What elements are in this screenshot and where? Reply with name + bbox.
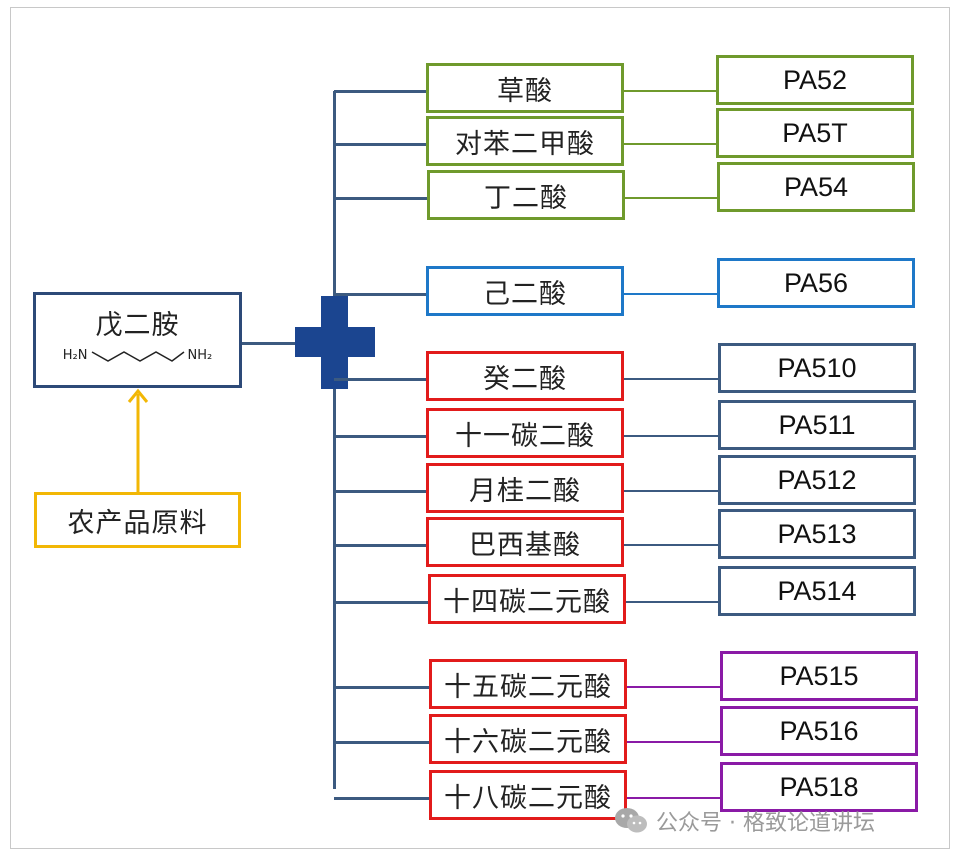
branch-line xyxy=(334,601,428,604)
formula-right: NH₂ xyxy=(187,347,213,363)
product-label: PA512 xyxy=(777,464,857,495)
acid-label: 十八碳二元酸 xyxy=(444,782,612,814)
branch-line xyxy=(334,741,429,744)
product-box: PA515 xyxy=(720,651,918,701)
acid-label: 巴西基酸 xyxy=(469,529,581,561)
acid-label: 对苯二甲酸 xyxy=(455,128,595,160)
product-box: PA52 xyxy=(716,55,914,105)
acid-product-connector xyxy=(626,686,720,688)
branch-line xyxy=(334,686,429,689)
acid-box: 对苯二甲酸 xyxy=(426,116,624,166)
pentanediamine-structure: H₂N NH₂ xyxy=(63,346,212,364)
acid-box: 十八碳二元酸 xyxy=(429,770,627,820)
up-arrow-icon xyxy=(127,388,149,492)
acid-box: 月桂二酸 xyxy=(426,463,624,513)
acid-box: 十五碳二元酸 xyxy=(429,659,627,709)
acid-product-connector xyxy=(623,435,718,437)
product-label: PA516 xyxy=(779,715,859,746)
acid-label: 丁二酸 xyxy=(484,182,568,214)
acid-box: 丁二酸 xyxy=(427,170,625,220)
acid-product-connector xyxy=(623,490,718,492)
product-label: PA510 xyxy=(777,352,857,383)
branch-line xyxy=(334,197,427,200)
product-label: PA54 xyxy=(783,171,849,202)
branch-line xyxy=(334,143,426,146)
branch-line xyxy=(334,797,429,800)
raw-material-box: 农产品原料 xyxy=(34,492,241,548)
branch-line xyxy=(334,293,426,296)
acid-product-connector xyxy=(625,601,718,603)
acid-box: 癸二酸 xyxy=(426,351,624,401)
acid-box: 十六碳二元酸 xyxy=(429,714,627,764)
acid-box: 巴西基酸 xyxy=(426,517,624,567)
branch-line xyxy=(334,490,426,493)
product-label: PA5T xyxy=(782,117,848,148)
acid-product-connector xyxy=(624,197,717,199)
product-box: PA511 xyxy=(718,400,916,450)
product-label: PA52 xyxy=(782,64,848,95)
zigzag-chain-icon xyxy=(91,351,184,362)
acid-box: 草酸 xyxy=(426,63,624,113)
plus-horizontal xyxy=(295,327,375,357)
acid-box: 十一碳二酸 xyxy=(426,408,624,458)
acid-product-connector xyxy=(623,544,718,546)
product-label: PA514 xyxy=(777,575,857,606)
acid-label: 十六碳二元酸 xyxy=(444,726,612,758)
source-connector xyxy=(241,342,301,345)
product-label: PA513 xyxy=(777,518,857,549)
watermark: 公众号 · 格致论道讲坛 xyxy=(614,804,875,838)
product-box: PA5T xyxy=(716,108,914,158)
acid-label: 癸二酸 xyxy=(483,363,567,395)
source-node: 戊二胺 H₂N NH₂ xyxy=(33,292,242,388)
acid-label: 月桂二酸 xyxy=(469,475,581,507)
product-box: PA513 xyxy=(718,509,916,559)
product-label: PA56 xyxy=(783,267,849,298)
branch-line xyxy=(334,544,426,547)
acid-box: 己二酸 xyxy=(426,266,624,316)
acid-product-connector xyxy=(626,741,720,743)
product-box: PA514 xyxy=(718,566,916,616)
trunk-line xyxy=(333,91,336,789)
acid-product-connector xyxy=(623,293,717,295)
formula-left: H₂N xyxy=(62,347,88,363)
diagram-frame xyxy=(10,7,950,849)
product-box: PA518 xyxy=(720,762,918,812)
acid-label: 十五碳二元酸 xyxy=(444,671,612,703)
acid-product-connector xyxy=(626,797,720,799)
acid-product-connector xyxy=(623,90,716,92)
acid-label: 己二酸 xyxy=(483,278,567,310)
product-label: PA515 xyxy=(779,660,859,691)
product-box: PA516 xyxy=(720,706,918,756)
acid-product-connector xyxy=(623,378,718,380)
product-box: PA512 xyxy=(718,455,916,505)
product-label: PA511 xyxy=(778,409,856,440)
product-box: PA54 xyxy=(717,162,915,212)
watermark-text: 公众号 · 格致论道讲坛 xyxy=(656,811,875,836)
acid-label: 十四碳二元酸 xyxy=(443,586,611,618)
product-box: PA510 xyxy=(718,343,916,393)
branch-line xyxy=(334,435,426,438)
branch-line xyxy=(334,378,426,381)
product-box: PA56 xyxy=(717,258,915,308)
acid-box: 十四碳二元酸 xyxy=(428,574,626,624)
acid-label: 十一碳二酸 xyxy=(455,420,595,452)
branch-line xyxy=(334,90,426,93)
acid-product-connector xyxy=(623,143,716,145)
acid-label: 草酸 xyxy=(497,75,553,107)
wechat-icon xyxy=(615,808,647,833)
raw-material-label: 农产品原料 xyxy=(67,507,208,539)
source-name: 戊二胺 xyxy=(95,310,180,341)
product-label: PA518 xyxy=(779,771,859,802)
